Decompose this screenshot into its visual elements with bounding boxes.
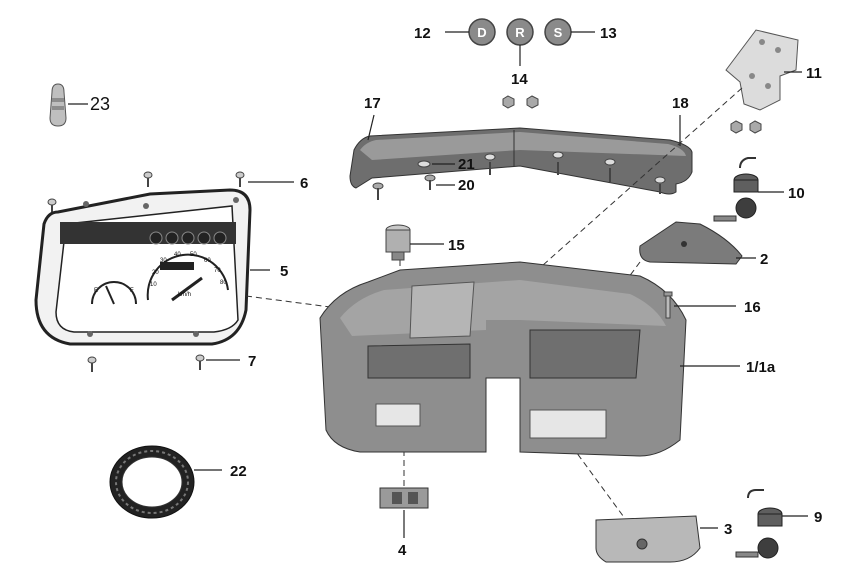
callout-9: 9 — [814, 509, 822, 526]
callout-13: 13 — [600, 25, 617, 42]
speed-label-20: 20 — [152, 270, 159, 276]
nut-pair-top — [502, 95, 539, 109]
callout-1-1a: 1/1a — [746, 359, 776, 376]
trim-bar-screws — [372, 151, 666, 200]
switch-block — [379, 487, 429, 538]
callout-15: 15 — [448, 237, 465, 254]
reverse-badge-label: R — [515, 25, 525, 40]
callout-11: 11 — [806, 65, 822, 82]
bracket-part — [725, 29, 802, 134]
speedometer-scale: 10 20 30 40 50 60 70 80 km/h — [150, 252, 227, 298]
socket-part — [385, 224, 444, 261]
sport-badge-label: S — [554, 25, 563, 40]
callout-18: 18 — [672, 95, 689, 112]
ignition-lock-lower — [735, 489, 808, 559]
speed-label-40: 40 — [174, 252, 181, 258]
ring-seal — [109, 445, 222, 519]
speed-label-60: 60 — [204, 258, 211, 264]
speed-label-10: 10 — [150, 282, 157, 288]
dashboard-housing — [319, 261, 740, 457]
speed-unit-label: km/h — [178, 292, 191, 298]
callout-10: 10 — [788, 185, 805, 202]
callout-2: 2 — [760, 251, 768, 268]
speed-label-70: 70 — [214, 268, 221, 274]
speed-label-50: 50 — [190, 252, 197, 258]
callout-22: 22 — [230, 463, 247, 480]
fuel-full-label: F — [130, 288, 134, 294]
callout-6: 6 — [300, 175, 308, 192]
callout-16: 16 — [744, 299, 761, 316]
glovebox-lid — [595, 515, 718, 563]
cover-plate — [639, 221, 756, 265]
callout-20: 20 — [458, 177, 475, 194]
callout-14: 14 — [511, 71, 528, 88]
bulb-part — [49, 83, 88, 127]
callout-23: 23 — [90, 94, 110, 114]
indicator-badges: D R S — [445, 18, 595, 66]
callout-labels: 12 13 14 11 17 18 23 21 20 6 10 15 2 5 1… — [90, 25, 822, 559]
callout-7: 7 — [248, 353, 256, 370]
upper-trim-bar — [349, 114, 693, 195]
drive-badge-label: D — [477, 25, 486, 40]
callout-4: 4 — [398, 542, 407, 559]
callout-17: 17 — [364, 95, 381, 112]
instrument-cluster: E F 10 20 30 40 50 60 70 80 km/h — [34, 188, 270, 346]
gauge-screws — [47, 171, 294, 372]
pin-part — [663, 291, 736, 319]
callout-12: 12 — [414, 25, 431, 42]
speed-label-80: 80 — [220, 280, 227, 286]
fuel-empty-label: E — [94, 288, 98, 294]
callout-3: 3 — [724, 521, 732, 538]
callout-21: 21 — [458, 156, 475, 173]
speed-label-30: 30 — [160, 258, 167, 264]
callout-5: 5 — [280, 263, 288, 280]
ignition-lock-upper — [713, 157, 784, 222]
